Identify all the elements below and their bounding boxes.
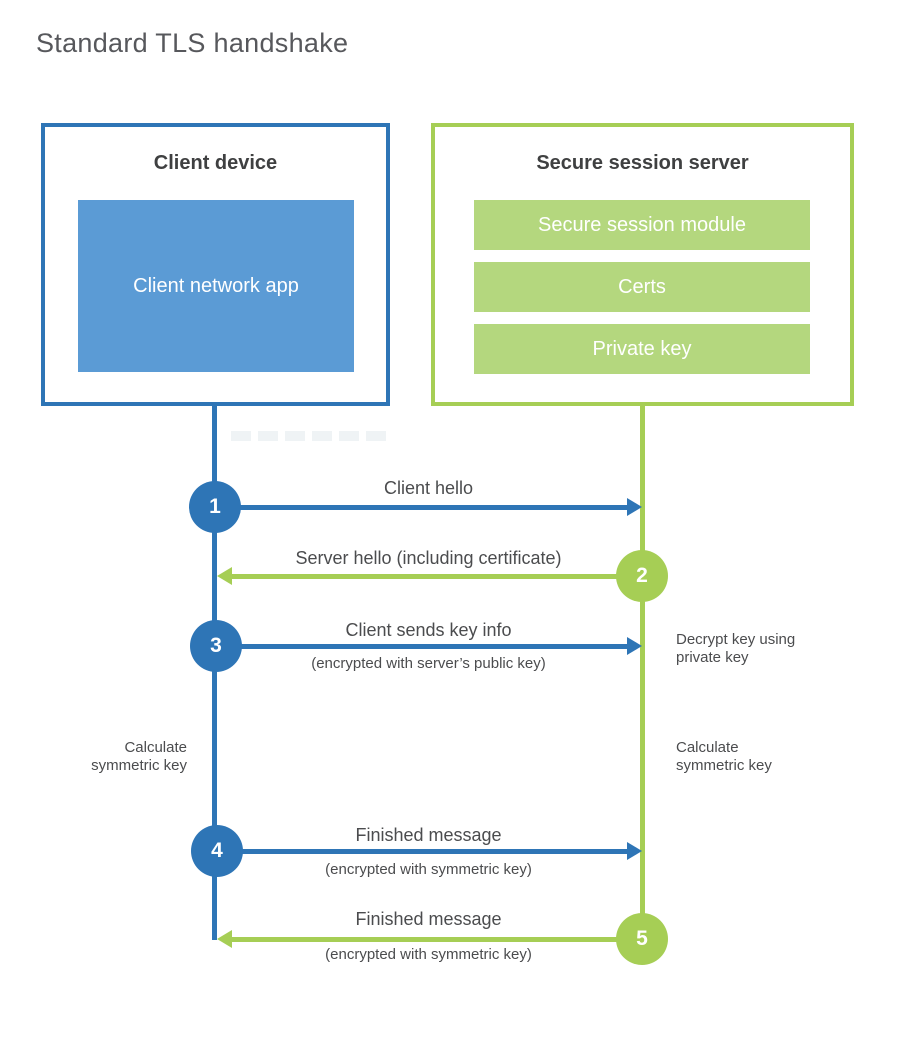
step-2-label: Server hello (including certificate) (295, 548, 562, 568)
step-3-circle: 3 (190, 620, 242, 672)
page-title: Standard TLS handshake (36, 28, 349, 58)
step-4-arrow (215, 849, 628, 854)
arrow-left-icon (217, 930, 232, 948)
note-calculate-symmetric-key-server: Calculate symmetric key (676, 739, 772, 775)
secure-session-server-header: Secure session server (536, 152, 749, 174)
server-lifeline (640, 405, 645, 940)
client-device-header: Client device (153, 152, 278, 174)
step-1-circle: 1 (189, 481, 241, 533)
step-3-sublabel: (encrypted with server’s public key) (311, 655, 546, 672)
step-5-sublabel: (encrypted with symmetric key) (325, 946, 532, 963)
step-4-label: Finished message (355, 825, 502, 845)
faint-dashed-artifact (231, 431, 386, 441)
step-4-circle: 4 (191, 825, 243, 877)
client-lifeline (212, 405, 217, 940)
server-module-secure-session: Secure session module (474, 200, 810, 250)
step-5-label: Finished message (355, 909, 502, 929)
client-network-app-box: Client network app (78, 200, 354, 372)
step-5-arrow (231, 937, 642, 942)
step-3-label: Client sends key info (345, 620, 512, 640)
step-2-circle: 2 (616, 550, 668, 602)
server-module-private-key: Private key (474, 324, 810, 374)
step-5-circle: 5 (616, 913, 668, 965)
step-3-arrow (215, 644, 628, 649)
step-1-arrow (215, 505, 628, 510)
arrow-right-icon (627, 842, 642, 860)
step-4-sublabel: (encrypted with symmetric key) (325, 861, 532, 878)
arrow-right-icon (627, 498, 642, 516)
arrow-right-icon (627, 637, 642, 655)
note-decrypt-key: Decrypt key using private key (676, 631, 796, 667)
note-calculate-symmetric-key-client: Calculate symmetric key (91, 739, 187, 775)
server-module-certs: Certs (474, 262, 810, 312)
step-2-arrow (231, 574, 642, 579)
arrow-left-icon (217, 567, 232, 585)
step-1-label: Client hello (383, 478, 474, 498)
